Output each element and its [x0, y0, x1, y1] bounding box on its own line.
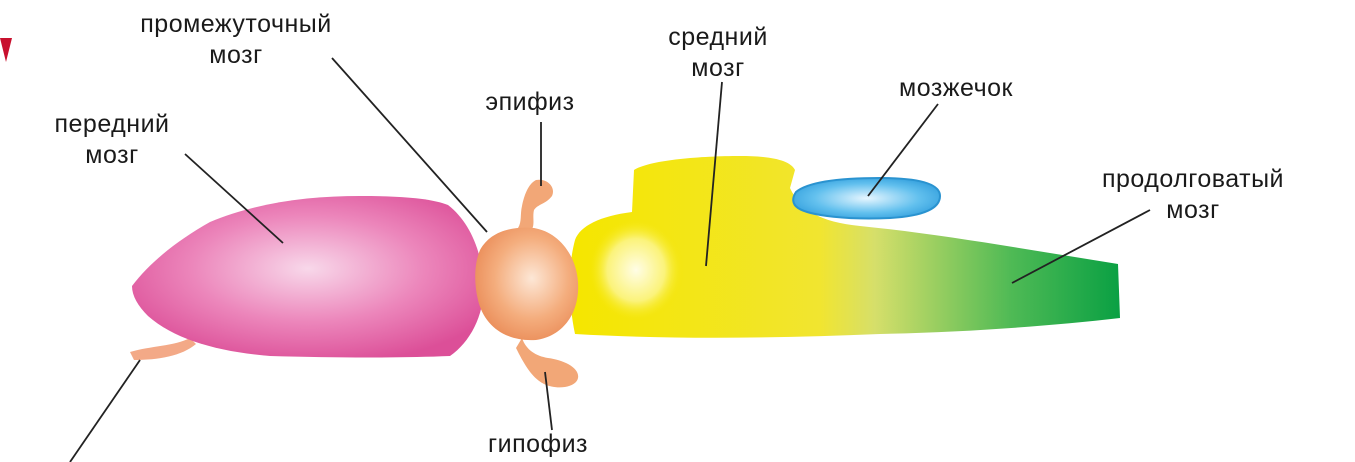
label-medulla-line2: мозг — [1166, 196, 1219, 224]
label-medulla-line1: продолговатый — [1102, 165, 1284, 193]
label-midbrain-line1: средний — [668, 23, 768, 51]
label-diencephalon-line2: мозг — [209, 41, 262, 69]
leader-olfactory — [70, 360, 140, 462]
label-forebrain-line1: передний — [54, 110, 169, 138]
epiphysis-shape — [518, 180, 553, 232]
label-diencephalon-line1: промежуточный — [140, 10, 331, 38]
corner-mark — [0, 38, 12, 62]
midbrain-highlight — [588, 218, 684, 322]
cerebellum-shape — [793, 178, 940, 219]
label-midbrain-line2: мозг — [691, 54, 744, 82]
diencephalon-shape — [475, 228, 578, 341]
olfactory-stalk — [130, 338, 196, 360]
label-hypophysis: гипофиз — [488, 430, 588, 458]
label-forebrain-line2: мозг — [85, 141, 138, 169]
forebrain-shape — [132, 196, 484, 358]
label-cerebellum: мозжечок — [899, 74, 1013, 102]
hypophysis-shape — [516, 338, 578, 387]
label-epiphysis: эпифиз — [485, 88, 574, 116]
